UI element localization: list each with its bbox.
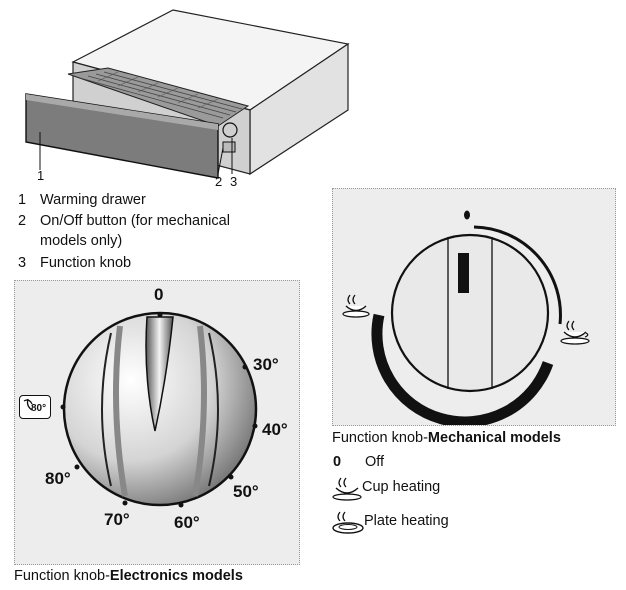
key-text-off: Off	[365, 454, 385, 470]
dial-label-60: 60°	[174, 513, 200, 532]
callout-1: 1	[37, 168, 45, 183]
legend-number: 2	[18, 213, 27, 229]
electronic-knob-figure: 0 30° 40° 50° 60° 70° 80° 80°	[14, 280, 300, 565]
dial-label-80: 80°	[45, 469, 71, 488]
plate-heating-icon	[332, 511, 364, 534]
plate-80-icon: 80°	[19, 395, 51, 419]
legend-text: Warming drawer	[40, 192, 146, 208]
legend-text: On/Off button (for mechanical	[40, 213, 230, 229]
legend-item: models only)	[18, 231, 318, 251]
electronic-knob-caption: Function knob-Electronics models	[14, 568, 243, 584]
mechanical-knob-dial	[371, 210, 562, 425]
dial-label-30: 30°	[253, 355, 279, 374]
mechanical-key-off: 0 Off	[333, 454, 593, 474]
legend-item: 3 Function knob	[18, 253, 318, 273]
legend-item: 1 Warming drawer	[18, 190, 318, 210]
mechanical-key-cup: Cup heating	[331, 476, 591, 502]
legend-text: Function knob	[40, 255, 132, 271]
caption-bold: Mechanical models	[427, 430, 561, 446]
dial-label-40: 40°	[262, 420, 288, 439]
legend-item: 2 On/Off button (for mechanical	[18, 211, 318, 231]
parts-legend: 1 Warming drawer 2 On/Off button (for me…	[18, 190, 318, 280]
cup-heating-icon	[332, 477, 362, 501]
warming-drawer-illustration	[25, 9, 350, 179]
dial-label-70: 70°	[104, 510, 130, 529]
callout-3: 3	[230, 174, 238, 189]
mechanical-knob-figure	[332, 188, 616, 426]
dial-cup-heating-icon-left	[342, 294, 370, 318]
key-text-plate: Plate heating	[364, 513, 449, 529]
mechanical-knob-caption: Function knob-Mechanical models	[332, 430, 561, 446]
legend-number: 3	[18, 255, 27, 271]
callout-2: 2	[215, 174, 223, 189]
key-symbol-off: 0	[333, 454, 342, 470]
caption-prefix: Function knob-	[332, 430, 428, 446]
legend-number: 1	[18, 192, 27, 208]
plate-80-label: 80°	[31, 403, 47, 414]
legend-text: models only)	[40, 233, 123, 249]
key-text-cup: Cup heating	[362, 479, 441, 495]
caption-bold: Electronics models	[109, 568, 243, 584]
dial-label-50: 50°	[233, 482, 259, 501]
electronic-knob-dial	[60, 311, 258, 508]
caption-prefix: Function knob-	[14, 568, 110, 584]
mechanical-key-plate: Plate heating	[331, 510, 591, 536]
dial-label-0: 0	[154, 285, 164, 304]
dial-cup-heating-icon-right	[560, 320, 590, 345]
